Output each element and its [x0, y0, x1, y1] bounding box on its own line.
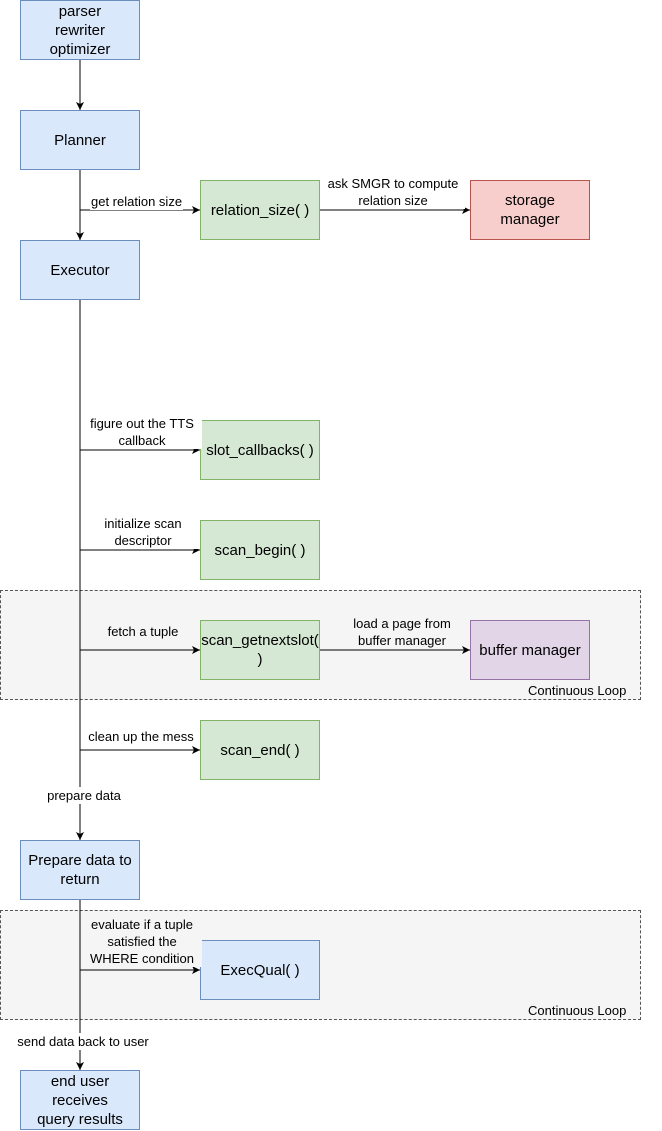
relation-size-node: relation_size( ) [200, 180, 320, 240]
scan-loop-label: Continuous Loop [528, 683, 627, 698]
edge-label-prepare-data: prepare data [40, 787, 128, 804]
edge-label-clean-up: clean up the mess [82, 728, 200, 745]
prepare-data-node: Prepare data to return [20, 840, 140, 900]
edge-label-load-page: load a page from buffer manager [343, 615, 461, 649]
executor-node: Executor [20, 240, 140, 300]
edge-label-get-relation-size: get relation size [90, 193, 184, 210]
edge-label-figure-tts: figure out the TTS callback [82, 415, 202, 449]
parser-rewriter-optimizer-node: parser rewriter optimizer [20, 0, 140, 60]
edge-label-evaluate: evaluate if a tuple satisfied the WHERE … [82, 916, 202, 967]
qual-loop-label: Continuous Loop [528, 1003, 627, 1018]
buffer-manager-node: buffer manager [470, 620, 590, 680]
planner-node: Planner [20, 110, 140, 170]
end-user-node: end user receives query results [20, 1070, 140, 1130]
edge-label-fetch-tuple: fetch a tuple [100, 623, 186, 640]
slot-callbacks-node: slot_callbacks( ) [200, 420, 320, 480]
scan-getnextslot-node: scan_getnextslot( ) [200, 620, 320, 680]
edge-label-send-back: send data back to user [8, 1033, 158, 1050]
edge-label-init-scan: initialize scan descriptor [88, 515, 198, 549]
execqual-node: ExecQual( ) [200, 940, 320, 1000]
edge-label-ask-smgr: ask SMGR to compute relation size [321, 175, 465, 209]
storage-manager-node: storage manager [470, 180, 590, 240]
scan-begin-node: scan_begin( ) [200, 520, 320, 580]
scan-end-node: scan_end( ) [200, 720, 320, 780]
